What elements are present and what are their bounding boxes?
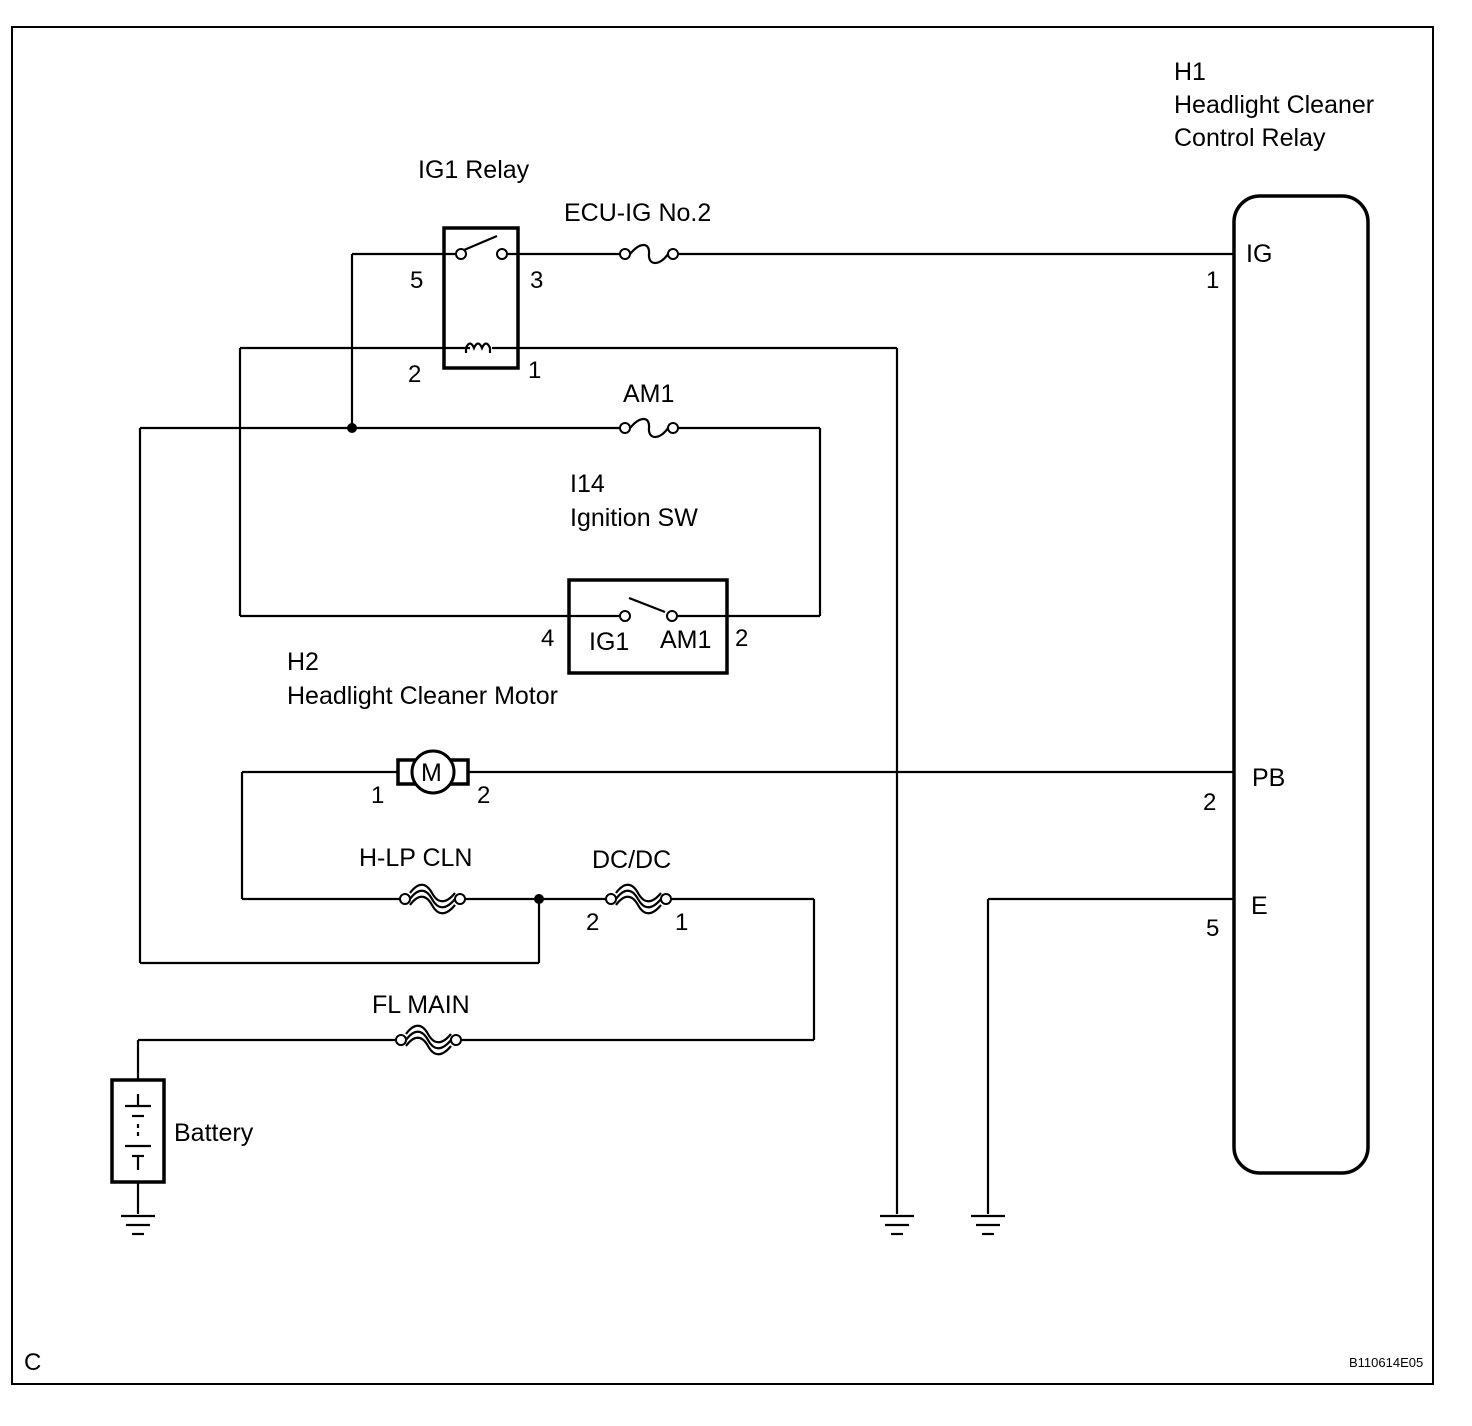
battery-icon <box>110 1078 166 1184</box>
dcdc-fuse-icon <box>605 883 672 915</box>
figure-code: B110614E05 <box>1349 1355 1423 1370</box>
wires <box>136 252 1234 1214</box>
motor-symbol: M <box>421 759 442 787</box>
ig1-relay-label: IG1 Relay <box>418 156 530 184</box>
control-relay-terminal-e: E <box>1251 892 1268 920</box>
ignition-sw-contact-am1: AM1 <box>660 626 711 654</box>
ignition-sw-pin-2: 2 <box>735 625 748 652</box>
control-relay-terminal-pb: PB <box>1252 764 1285 792</box>
control-relay-label-line1: Headlight Cleaner <box>1174 91 1374 119</box>
fl-main-fuse-icon <box>395 1024 462 1056</box>
hlp-cln-fuse-label: H-LP CLN <box>359 844 472 872</box>
ground-icon-control-relay <box>971 1214 1005 1236</box>
control-relay-label-line2: Control Relay <box>1174 124 1326 152</box>
ig1-relay-pin-2: 2 <box>408 361 421 388</box>
ig1-relay-pin-3: 3 <box>530 267 543 294</box>
control-relay-body <box>1232 194 1370 1175</box>
cleaner-motor-code: H2 <box>287 648 319 676</box>
cleaner-motor-label: Headlight Cleaner Motor <box>287 682 558 710</box>
cleaner-motor-pin-1: 1 <box>371 782 384 809</box>
am1-fuse-icon <box>619 417 679 439</box>
dcdc-fuse-pin-1: 1 <box>675 909 688 936</box>
control-relay-terminal-ig: IG <box>1246 240 1272 268</box>
ground-icon-relay-coil <box>880 1214 914 1236</box>
ignition-switch-contact-icon <box>619 596 678 622</box>
ig1-relay-pin-1: 1 <box>528 357 541 384</box>
ignition-switch <box>567 578 729 675</box>
hlp-cln-fuse-icon <box>399 883 466 915</box>
ignition-sw-label: Ignition SW <box>570 504 698 532</box>
junction-dot-dcdc <box>534 894 544 904</box>
ignition-sw-contact-ig1: IG1 <box>589 628 629 656</box>
control-relay-pin-pb: 2 <box>1203 789 1216 816</box>
ig1-relay-pin-5: 5 <box>410 267 423 294</box>
ignition-sw-code: I14 <box>570 470 605 498</box>
control-relay-pin-ig: 1 <box>1206 267 1219 294</box>
control-relay-code: H1 <box>1174 58 1206 86</box>
ig1-relay <box>442 226 520 370</box>
ecu-ig-fuse-icon <box>619 243 679 265</box>
motor-icon <box>396 749 470 795</box>
corner-label: C <box>24 1349 41 1376</box>
am1-fuse-label: AM1 <box>623 380 674 408</box>
fl-main-fuse-label: FL MAIN <box>372 991 470 1019</box>
battery-label: Battery <box>174 1119 254 1147</box>
relay-switch-icon <box>455 234 508 260</box>
dcdc-fuse-pin-2: 2 <box>586 909 599 936</box>
ecu-ig-fuse-label: ECU-IG No.2 <box>564 199 711 227</box>
control-relay-pin-e: 5 <box>1206 915 1219 942</box>
cleaner-motor-pin-2: 2 <box>477 782 490 809</box>
relay-coil-icon <box>464 342 492 353</box>
junction-dot-am1 <box>347 423 357 433</box>
ignition-sw-pin-4: 4 <box>541 625 554 652</box>
ground-icon-battery <box>121 1214 155 1236</box>
dcdc-fuse-label: DC/DC <box>592 846 671 874</box>
diagram-frame <box>11 26 1434 1385</box>
